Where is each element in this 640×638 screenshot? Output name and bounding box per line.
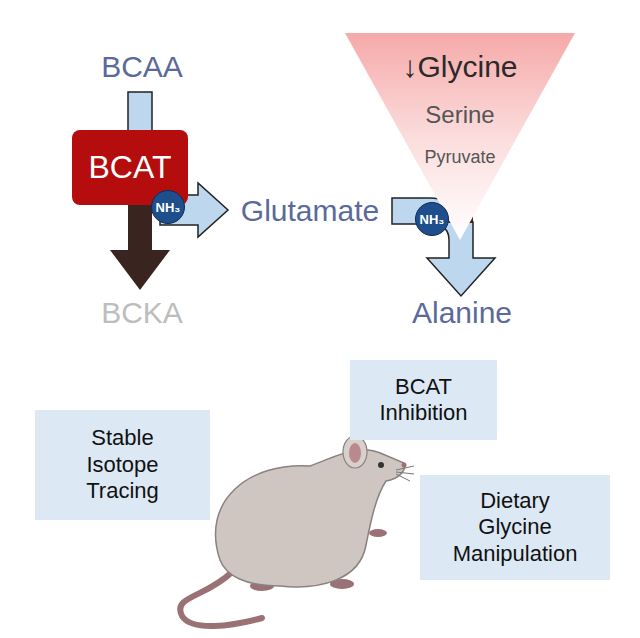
mouse-nose [402,463,407,468]
mouse-ear [343,436,367,468]
mouse-whiskers [396,466,414,481]
metabolite-label: Glutamate [241,194,379,227]
box-text: Stable Isotope Tracing [63,425,183,504]
funnel-polygon [345,33,575,240]
mouse-front-foot [369,529,387,537]
ammonia-circle: NH₃ [415,202,449,236]
funnel-text: ↓Glycine [402,50,517,83]
mouse-eye [378,462,384,468]
funnel-text: Pyruvate [424,148,495,168]
mouse-body [216,450,405,587]
metabolite-label: BCKA [101,296,183,329]
method-box: BCAT Inhibition [350,360,497,440]
method-box: Dietary Glycine Manipulation [420,475,610,580]
box-text: BCAT Inhibition [368,374,480,427]
ammonia-circle: NH₃ [151,190,185,224]
alanine-arrow [392,198,495,296]
ammonia-text: NH₃ [420,213,445,226]
box-text: Dietary Glycine Manipulation [445,488,585,567]
ammonia-text: NH₃ [156,201,181,214]
mouse-inner-ear [349,443,361,463]
metabolite-label: BCAA [101,50,183,83]
funnel-text: Serine [425,102,494,128]
amino-acid-funnel: ↓GlycineSerinePyruvate [345,33,575,240]
method-box: Stable Isotope Tracing [35,410,210,520]
box-text: BCAT [80,148,180,186]
metabolite-label: Alanine [412,296,512,329]
